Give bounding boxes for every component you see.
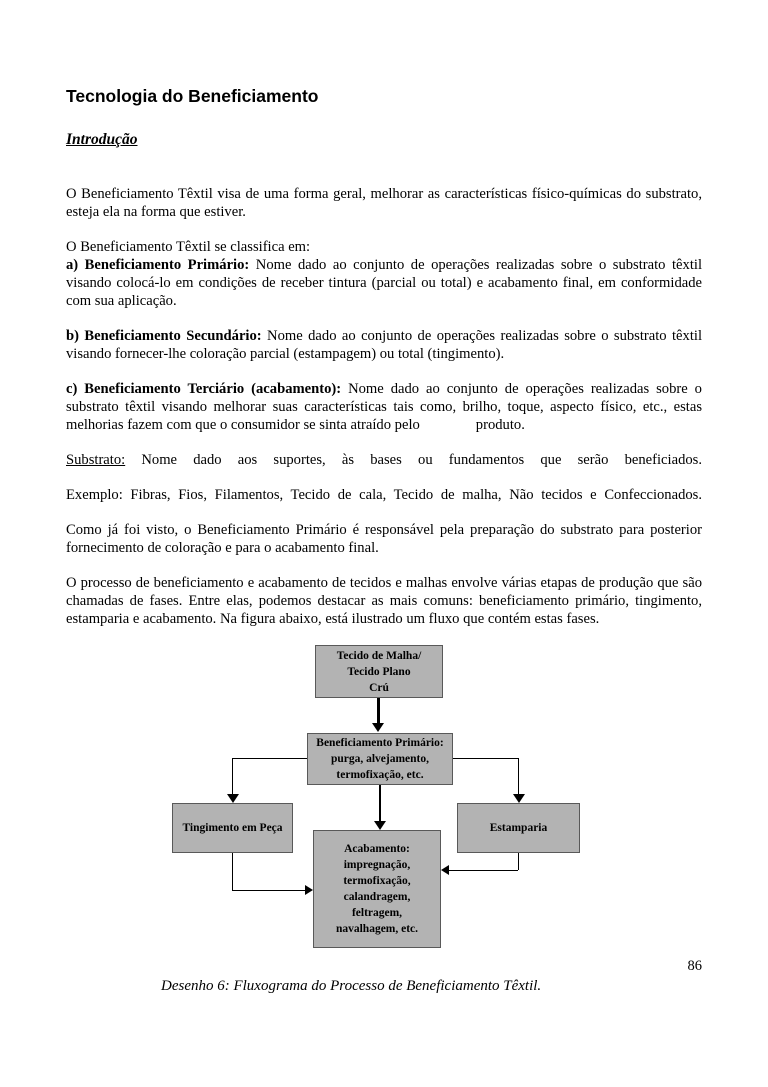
classification-item-a-label: a) Beneficiamento Primário: [66, 257, 250, 273]
arrow-printing-to-finishing-head-icon [441, 865, 449, 875]
arrow-dyeing-to-finishing-head-icon [305, 885, 313, 895]
item-c-last-word: produto. [475, 417, 525, 433]
processo-text: O processo de beneficiamento e acabament… [66, 575, 702, 627]
arrow-raw-to-primary-head-icon [372, 723, 384, 732]
connector-dyeing-to-finishing-vertical [232, 853, 233, 890]
figure-caption: Desenho 6: Fluxograma do Processo de Ben… [161, 978, 542, 994]
connector-primary-to-dyeing-vertical [232, 758, 233, 795]
paragraph-exemplo: Exemplo: Fibras, Fios, Filamentos, Tecid… [66, 486, 702, 504]
paragraph-processo: O processo de beneficiamento e acabament… [66, 574, 702, 628]
flowchart-box-printing: Estamparia [457, 803, 580, 853]
connector-printing-to-finishing-horizontal [449, 870, 518, 871]
connector-primary-to-printing-vertical [518, 758, 519, 795]
connector-printing-to-finishing-vertical [518, 853, 519, 870]
flowchart-diagram: Tecido de Malha/ Tecido Plano Crú Benefi… [66, 645, 702, 957]
classification-lead: O Beneficiamento Têxtil se classifica em… [66, 239, 311, 255]
exemplo-text: Exemplo: Fibras, Fios, Filamentos, Tecid… [66, 487, 702, 503]
paragraph-item-c: c) Beneficiamento Terciário (acabamento)… [66, 380, 702, 434]
item-b-text: Nome dado ao conjunto de operações reali… [66, 328, 702, 362]
flowchart-box-raw-fabric: Tecido de Malha/ Tecido Plano Crú [315, 645, 443, 698]
paragraph-intro-text: O Beneficiamento Têxtil visa de uma form… [66, 186, 702, 220]
como-ja-visto-text: Como já foi visto, o Beneficiamento Prim… [66, 522, 702, 556]
substrato-text: Nome dado aos suportes, às bases ou fund… [125, 452, 702, 468]
section-subtitle: Introdução [66, 131, 138, 148]
arrow-primary-to-finishing-head-icon [374, 821, 386, 830]
page-title: Tecnologia do Beneficiamento [66, 86, 319, 106]
connector-primary-to-dyeing-horizontal [232, 758, 307, 759]
substrato-label: Substrato: [66, 452, 126, 468]
arrow-printing-head-icon [513, 794, 525, 803]
connector-primary-to-printing-horizontal [453, 758, 519, 759]
page-number: 86 [687, 958, 703, 974]
flowchart-box-dyeing: Tingimento em Peça [172, 803, 293, 853]
paragraph-item-b: b) Beneficiamento Secundário: Nome dado … [66, 327, 702, 363]
flowchart-box-primary: Beneficiamento Primário: purga, alvejame… [307, 733, 453, 785]
arrow-raw-to-primary-stem [377, 698, 380, 724]
item-c-text: Nome dado ao conjunto de operações reali… [66, 381, 702, 433]
connector-dyeing-to-finishing-horizontal [232, 890, 305, 891]
item-b-label: b) Beneficiamento Secundário: [66, 328, 262, 344]
item-c-label: c) Beneficiamento Terciário (acabamento)… [66, 381, 342, 397]
paragraph-substrato: Substrato: Nome dado aos suportes, às ba… [66, 451, 702, 469]
arrow-dyeing-head-icon [227, 794, 239, 803]
classification-item-a-text: Nome dado ao conjunto de operações reali… [66, 257, 702, 309]
classification-item-a: a) Beneficiamento Primário: Nome dado ao… [66, 256, 702, 310]
flowchart-box-finishing: Acabamento: impregnação, termofixação, c… [313, 830, 441, 948]
paragraph-como-ja-visto: Como já foi visto, o Beneficiamento Prim… [66, 521, 702, 557]
paragraph-intro: O Beneficiamento Têxtil visa de uma form… [66, 185, 702, 221]
paragraph-classification: O Beneficiamento Têxtil se classifica em… [66, 238, 702, 310]
arrow-primary-to-finishing-stem [379, 785, 381, 822]
